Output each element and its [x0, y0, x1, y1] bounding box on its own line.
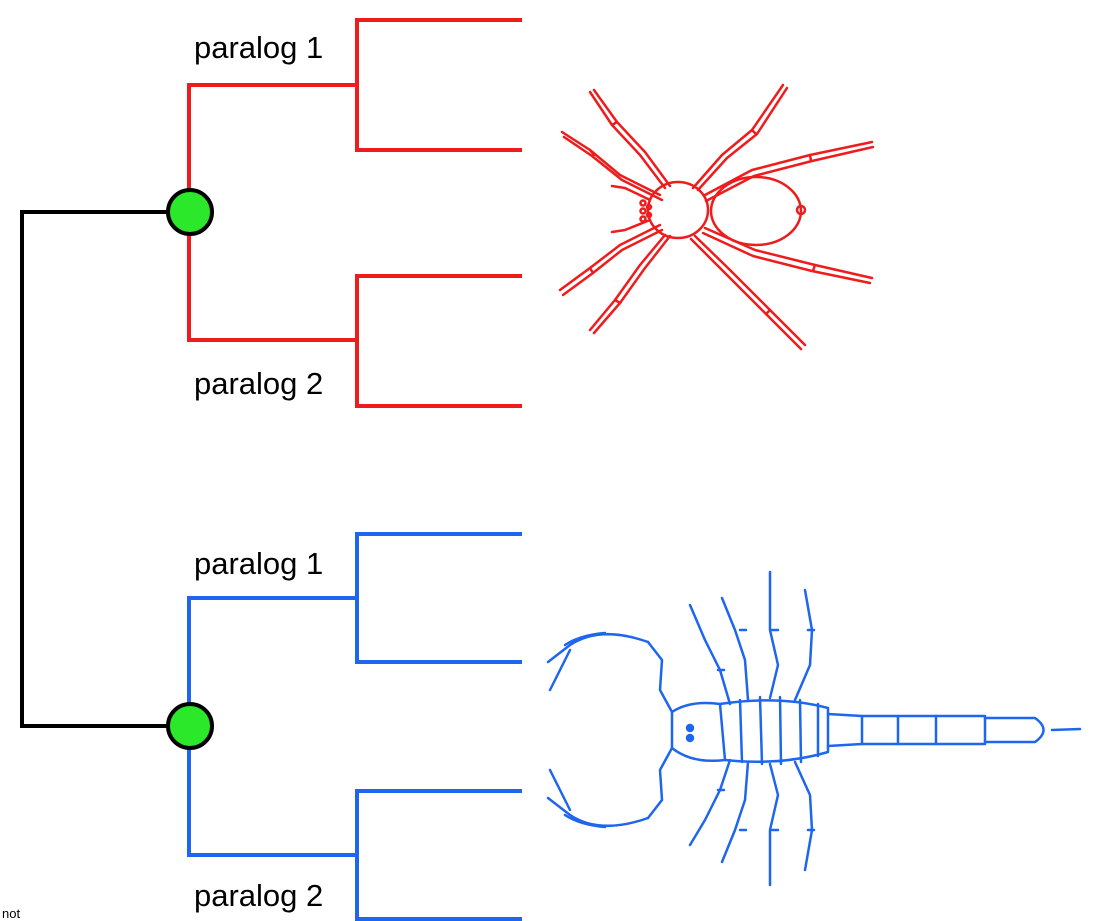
spider-paralog-1-label: paralog 1	[194, 30, 323, 65]
spider-paralog-2-branch	[355, 274, 522, 408]
scorpion-paralog-1-label: paralog 1	[194, 546, 323, 581]
scorpion-paralog-2-label: paralog 2	[194, 878, 323, 913]
scorpion-stem-branch-lower	[187, 726, 356, 857]
duplication-node-scorpion	[166, 702, 214, 750]
spider-icon	[558, 83, 875, 351]
spider-paralog-2-label: paralog 2	[194, 366, 323, 401]
spider-stem-branch-lower	[187, 212, 356, 342]
scorpion-paralog-2-branch	[355, 789, 522, 921]
spider-paralog-1-branch	[355, 18, 522, 152]
scorpion-icon	[546, 570, 1082, 887]
spider-stem-branch	[187, 83, 356, 212]
root-branch	[20, 210, 192, 728]
corner-fragment-text: not	[2, 906, 20, 921]
scorpion-paralog-1-branch	[355, 532, 522, 664]
scorpion-stem-branch	[187, 596, 356, 726]
spider-clade-branches	[187, 18, 522, 408]
scorpion-clade-branches	[187, 532, 522, 921]
duplication-node-spider	[166, 188, 214, 236]
